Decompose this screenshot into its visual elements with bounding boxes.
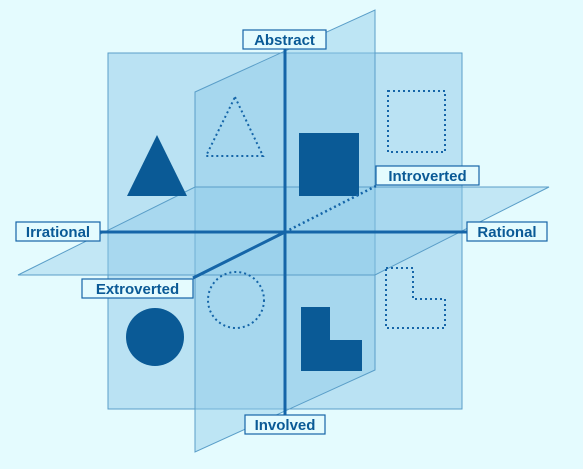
depth-axis-front bbox=[192, 230, 286, 280]
label-rational: Rational bbox=[466, 221, 548, 242]
label-abstract: Abstract bbox=[242, 29, 327, 50]
label-rational-text: Rational bbox=[477, 224, 536, 241]
filled-triangle-shape bbox=[127, 135, 187, 196]
label-introverted-text: Introverted bbox=[388, 168, 466, 185]
label-abstract-text: Abstract bbox=[254, 32, 315, 49]
filled-l-shape bbox=[301, 307, 362, 371]
dotted-l-shape bbox=[385, 267, 446, 329]
dotted-triangle-shape bbox=[204, 94, 265, 157]
filled-square-shape bbox=[299, 133, 359, 196]
dotted-square-shape bbox=[387, 90, 446, 153]
label-extroverted-text: Extroverted bbox=[96, 281, 179, 298]
filled-circle-shape bbox=[126, 308, 184, 366]
dotted-circle-shape bbox=[207, 271, 265, 329]
label-introverted: Introverted bbox=[375, 165, 480, 186]
depth-axis-back bbox=[284, 184, 377, 234]
label-irrational: Irrational bbox=[15, 221, 101, 242]
label-involved: Involved bbox=[244, 414, 326, 435]
label-extroverted: Extroverted bbox=[81, 278, 194, 299]
label-involved-text: Involved bbox=[255, 417, 316, 434]
label-irrational-text: Irrational bbox=[26, 224, 90, 241]
